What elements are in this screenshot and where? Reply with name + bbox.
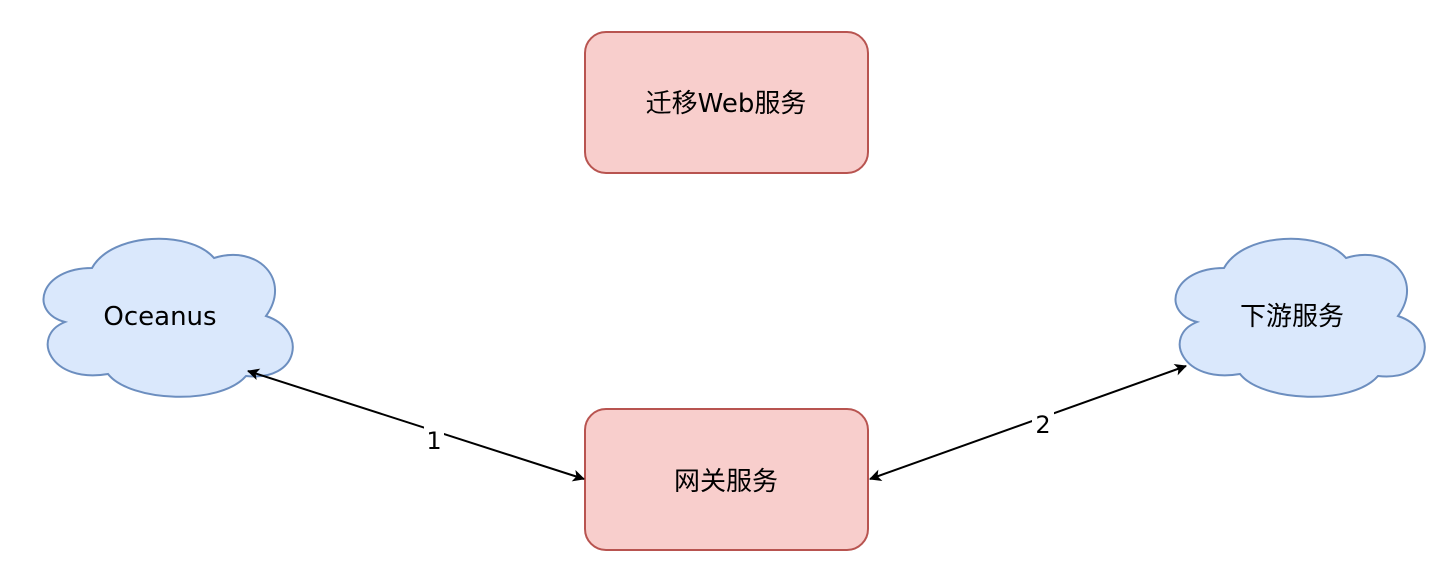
migration-web-service-box (584, 31, 869, 174)
edge-gateway-downstream-line (869, 364, 1187, 481)
gateway-service-node[interactable]: 网关服务 (584, 408, 869, 551)
edge-gateway-downstream[interactable]: 2 (869, 364, 1187, 481)
edge-gateway-downstream-label-bg (1032, 408, 1054, 440)
downstream-service-node[interactable]: 下游服务 (1174, 237, 1426, 398)
edge-oceanus-gateway[interactable]: 1 (247, 368, 585, 482)
migration-web-service-label: 迁移Web服务 (646, 89, 807, 119)
oceanus-node[interactable]: Oceanus (42, 237, 294, 398)
oceanus-cloud (42, 237, 294, 398)
migration-web-service-node[interactable]: 迁移Web服务 (584, 31, 869, 174)
gateway-service-label: 网关服务 (674, 467, 778, 497)
oceanus-label: Oceanus (103, 302, 216, 332)
gateway-service-box (584, 408, 869, 551)
edge-gateway-downstream-label: 2 (1035, 411, 1050, 439)
downstream-service-label: 下游服务 (1240, 302, 1344, 332)
downstream-service-cloud (1174, 237, 1426, 398)
edge-oceanus-gateway-line (247, 368, 585, 482)
edge-oceanus-gateway-label-bg (424, 424, 444, 456)
edge-oceanus-gateway-label: 1 (426, 427, 441, 455)
